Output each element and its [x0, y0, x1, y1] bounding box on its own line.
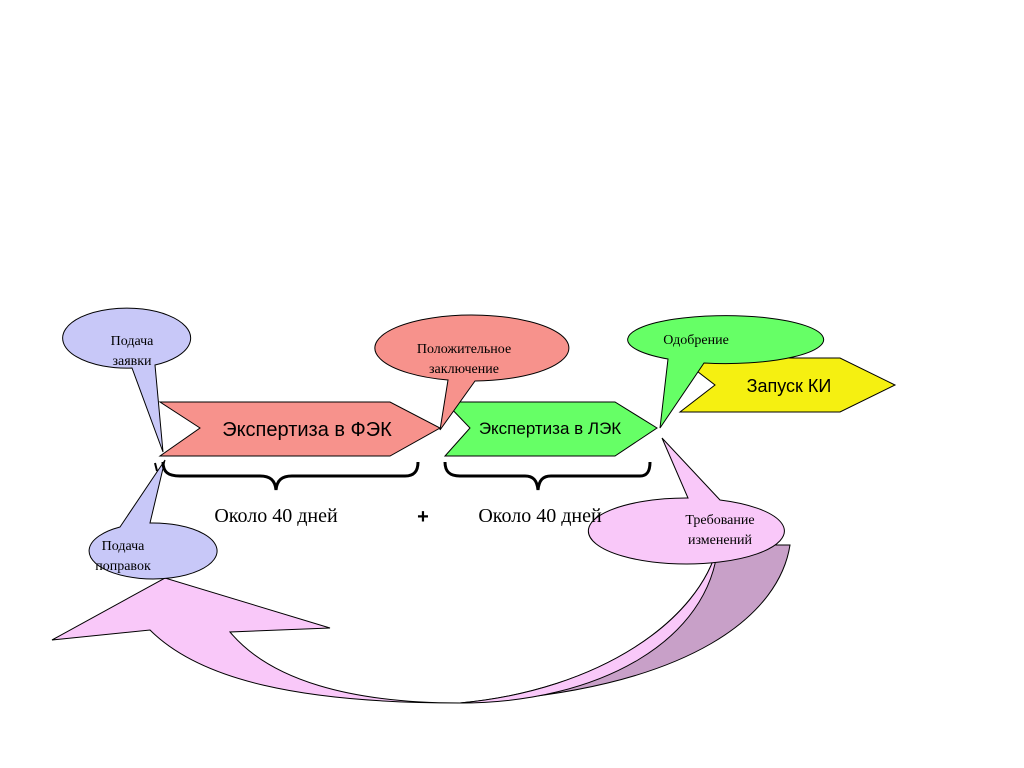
positive-conclusion-line2: заключение [429, 362, 499, 377]
approval-label: Одобрение [663, 333, 729, 348]
lec-step-arrow [443, 401, 658, 457]
brace-tick [154, 462, 158, 472]
submit-amendments-line1: Подача [102, 539, 146, 554]
return-arrow-inner-band [459, 544, 791, 704]
callout-approval [627, 315, 825, 429]
positive-conclusion-line1: Положительное [417, 342, 511, 357]
callout-positive-conclusion [374, 314, 570, 431]
submit-amendments-line2: поправок [95, 559, 151, 574]
fec-duration-label: Около 40 дней [214, 505, 338, 527]
lec-duration-brace [443, 461, 652, 491]
submit-application-line2: заявки [112, 354, 152, 369]
change-request-line1: Требование [685, 513, 754, 528]
lec-step-label: Экспертиза в ЛЭК [479, 419, 621, 438]
change-request-line2: изменений [688, 533, 753, 548]
launch-step-arrow [678, 357, 897, 413]
callout-submit-application [62, 307, 192, 453]
submit-application-line1: Подача [111, 334, 155, 349]
launch-step-label: Запуск КИ [747, 376, 832, 396]
fec-step-arrow [158, 401, 442, 457]
fec-step-label: Экспертиза в ФЭК [222, 419, 392, 441]
fec-duration-brace [161, 461, 420, 491]
lec-duration-label: Около 40 дней [478, 505, 602, 527]
callout-change-request [587, 437, 785, 565]
callout-submit-amendments [88, 459, 218, 580]
plus-sign: + [417, 506, 429, 528]
